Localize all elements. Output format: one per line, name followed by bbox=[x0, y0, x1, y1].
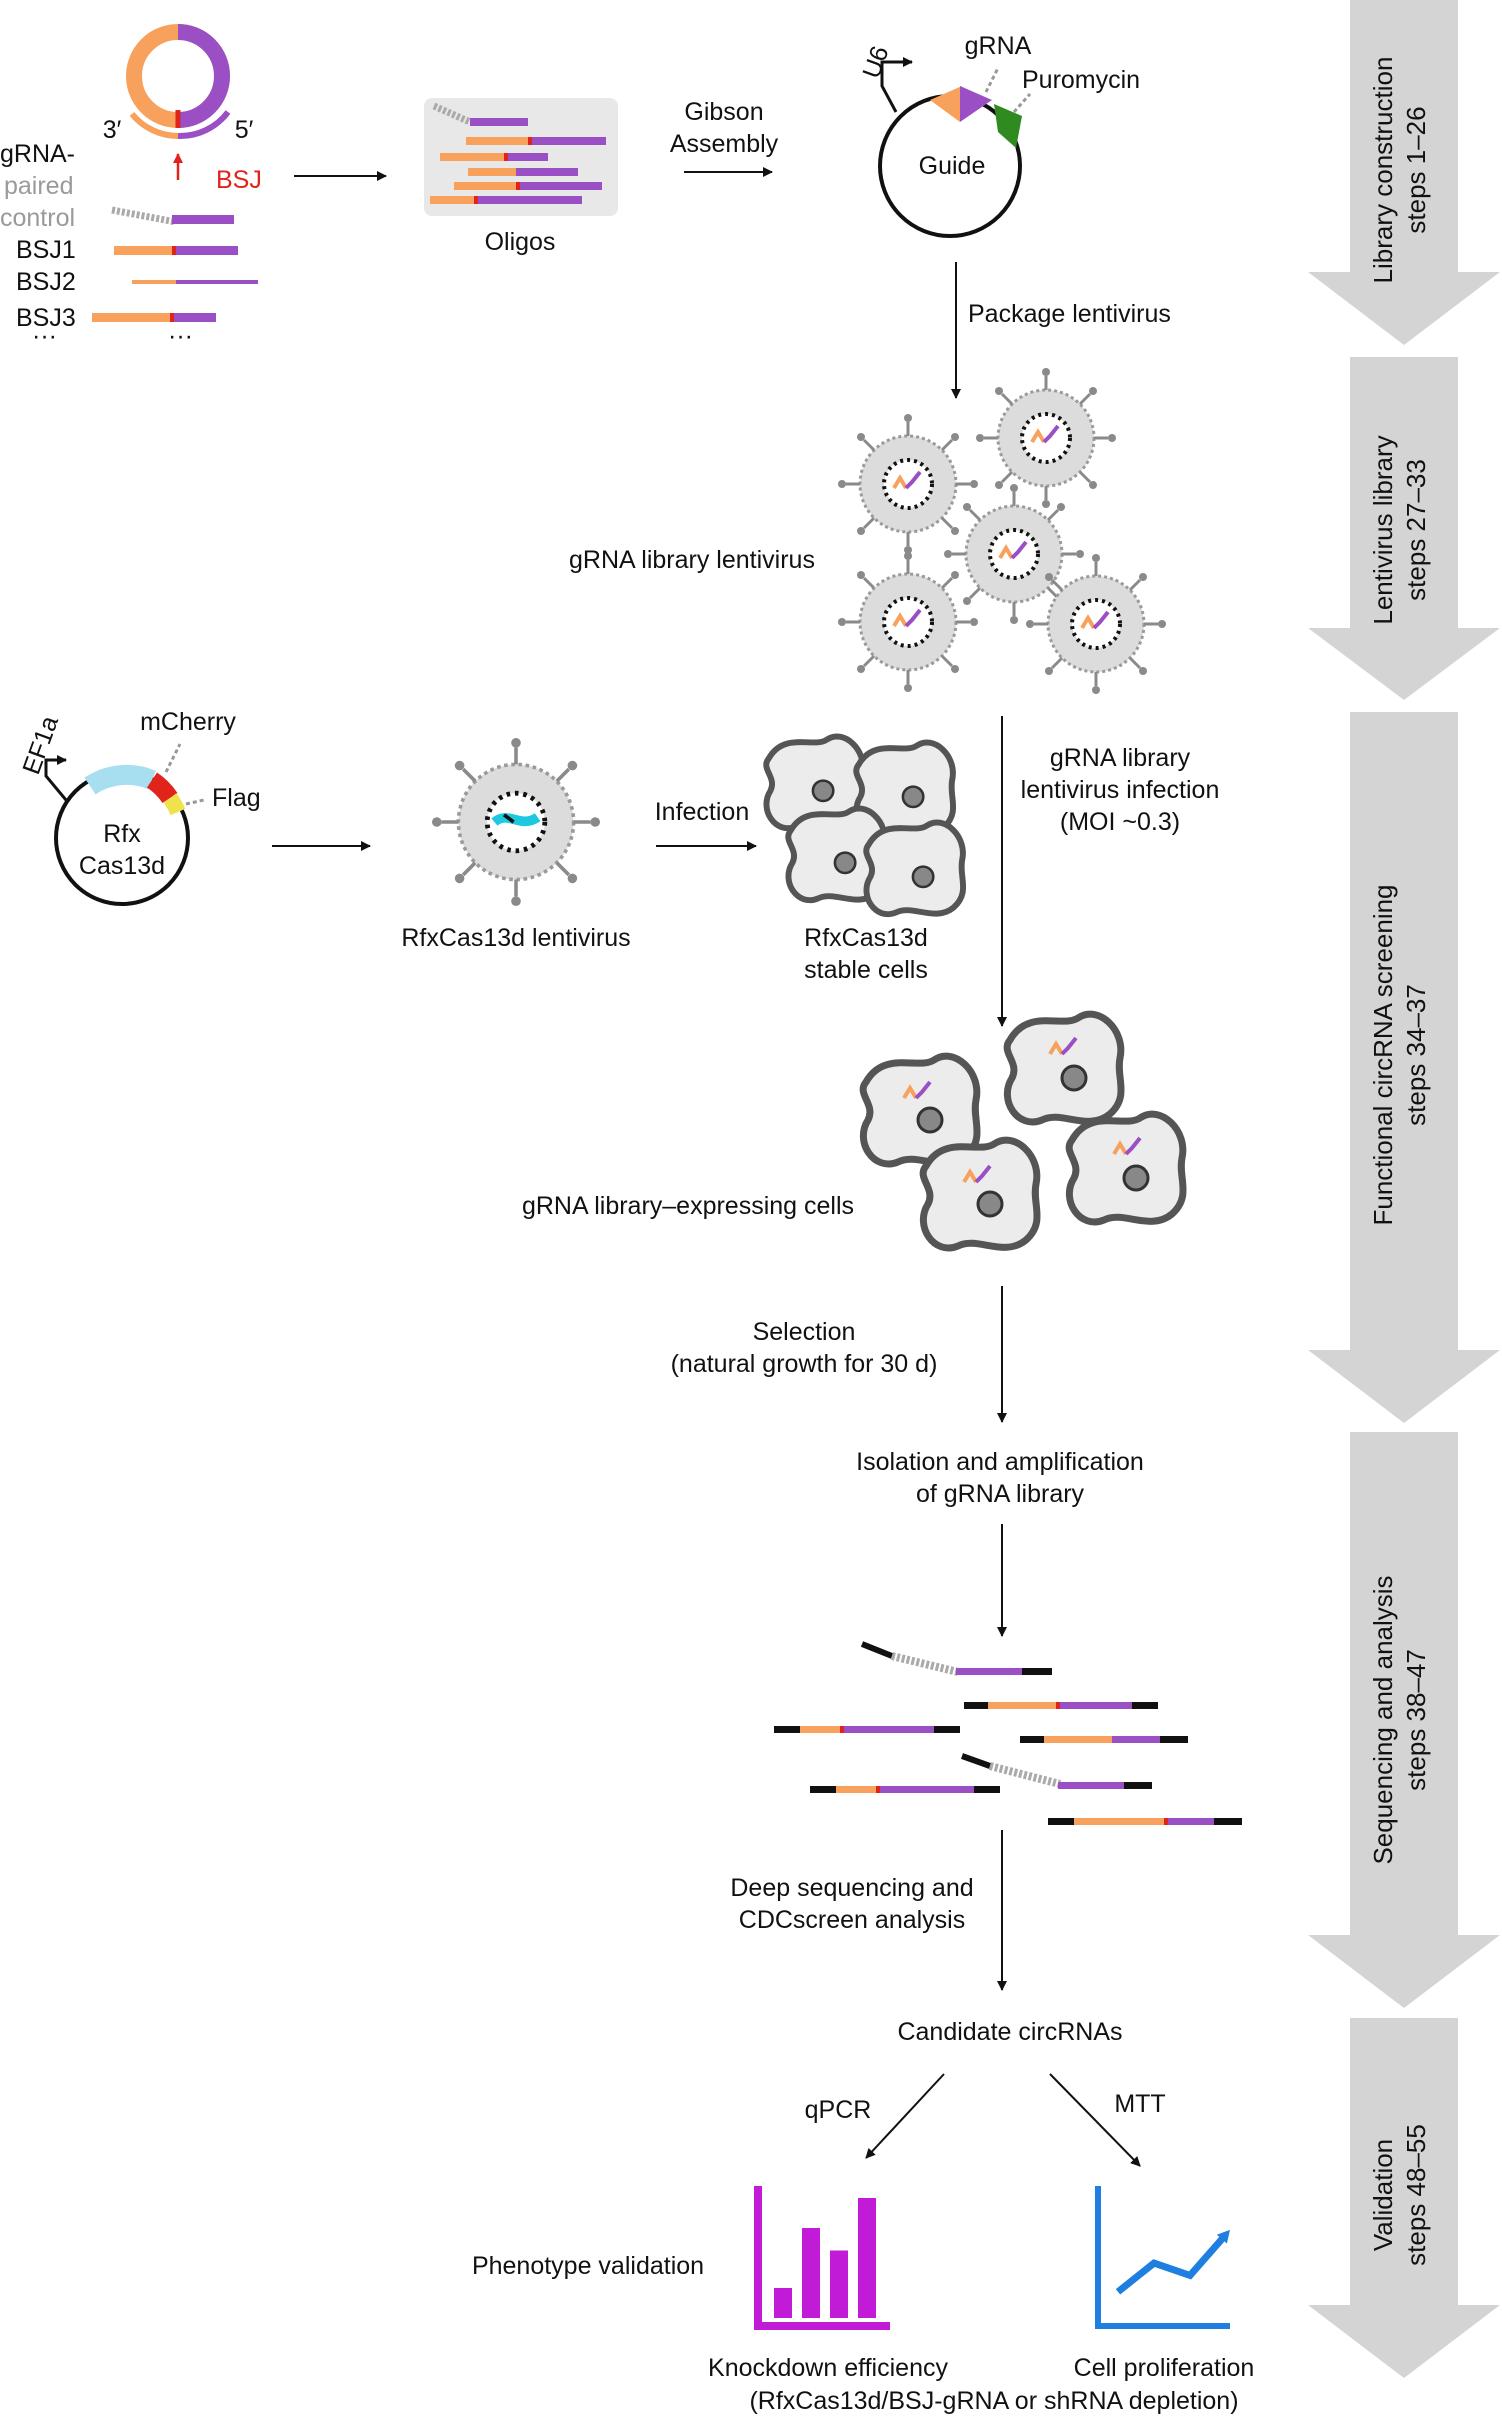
label-puromycin: Puromycin bbox=[1022, 66, 1140, 94]
label-bsj1: BSJ1 bbox=[16, 236, 76, 264]
amplified-reads bbox=[774, 1641, 1242, 1825]
knockdown-bar bbox=[858, 2198, 876, 2318]
arrow-mtt bbox=[1049, 2073, 1141, 2167]
label-gibson-1: Gibson bbox=[684, 98, 763, 126]
label-guide: Guide bbox=[919, 152, 986, 180]
label-deep-2: CDCscreen analysis bbox=[739, 1906, 965, 1934]
lentivirus-cluster bbox=[836, 366, 1168, 696]
label-bsj2: BSJ2 bbox=[16, 268, 76, 296]
grna-construct-list bbox=[92, 206, 258, 322]
label-isolation-1: Isolation and amplification bbox=[856, 1448, 1144, 1476]
label-flag: Flag bbox=[212, 784, 261, 812]
label-gibson-2: Assembly bbox=[670, 130, 779, 158]
stage-arrow-validation bbox=[1308, 2018, 1500, 2378]
stage-title-library: Library construction bbox=[1368, 57, 1398, 284]
label-bsj3: BSJ3 bbox=[16, 304, 76, 332]
label-infection: Infection bbox=[655, 798, 750, 826]
knockdown-bar bbox=[830, 2250, 848, 2318]
label-infect-3: (MOI ~0.3) bbox=[1060, 808, 1180, 836]
label-mcherry: mCherry bbox=[140, 708, 236, 736]
stage-steps-sequencing: steps 38–47 bbox=[1401, 1649, 1431, 1791]
proliferation-line bbox=[1115, 2232, 1229, 2295]
label-depletion: (RfxCas13d/BSJ-gRNA or shRNA depletion) bbox=[749, 2387, 1238, 2415]
label-isolation-2: of gRNA library bbox=[916, 1480, 1085, 1508]
label-5-prime: 5′ bbox=[235, 116, 254, 144]
stage-title-sequencing: Sequencing and analysis bbox=[1368, 1575, 1398, 1864]
label-package: Package lentivirus bbox=[968, 300, 1171, 328]
label-rfx: Rfx bbox=[103, 820, 141, 848]
label-cas13d: Cas13d bbox=[79, 852, 165, 880]
stage-arrow-functional-screening bbox=[1308, 712, 1500, 1423]
guide-plasmid bbox=[878, 57, 1032, 238]
label-grna: gRNA bbox=[965, 32, 1032, 60]
label-oligos: Oligos bbox=[485, 228, 556, 256]
label-phenotype: Phenotype validation bbox=[472, 2252, 704, 2280]
label-expressing-cells: gRNA library–expressing cells bbox=[522, 1192, 854, 1220]
label-3-prime: 3′ bbox=[103, 116, 122, 144]
circrna-ring bbox=[126, 24, 231, 140]
stage-steps-lentivirus: steps 27–33 bbox=[1401, 459, 1431, 601]
proliferation-arrowhead bbox=[1216, 2229, 1230, 2244]
label-stable-1: RfxCas13d bbox=[804, 924, 928, 952]
proliferation-line-icon bbox=[1095, 2186, 1230, 2329]
label-rfx-lentivirus: RfxCas13d lentivirus bbox=[401, 924, 630, 952]
rfxcas13d-plasmid bbox=[44, 743, 205, 906]
label-stable-2: stable cells bbox=[804, 956, 928, 984]
label-infect-1: gRNA library bbox=[1050, 744, 1191, 772]
label-candidates: Candidate circRNAs bbox=[897, 2018, 1122, 2046]
label-deep-1: Deep sequencing and bbox=[730, 1874, 973, 1902]
label-proliferation: Cell proliferation bbox=[1074, 2354, 1255, 2382]
rfxcas13d-stable-cells bbox=[766, 736, 963, 914]
stage-arrow-lentivirus-library bbox=[1308, 357, 1500, 700]
stage-steps-screening: steps 34–37 bbox=[1401, 984, 1431, 1126]
label-ellipsis-left: ··· bbox=[32, 322, 57, 350]
label-selection-2: (natural growth for 30 d) bbox=[671, 1350, 938, 1378]
stage-title-lentivirus: Lentivirus library bbox=[1368, 435, 1398, 624]
knockdown-bar bbox=[802, 2228, 820, 2318]
label-selection-1: Selection bbox=[753, 1318, 856, 1346]
rfxcas13d-lentivirus bbox=[432, 738, 600, 906]
label-grna-paired: gRNA- bbox=[0, 140, 75, 168]
label-u6: U6 bbox=[857, 42, 894, 82]
label-control: control bbox=[0, 204, 75, 232]
stage-steps-library: steps 1–26 bbox=[1401, 106, 1431, 233]
stage-arrow-sequencing bbox=[1308, 1432, 1500, 2008]
knockdown-bar-icon bbox=[754, 2186, 890, 2330]
knockdown-bar bbox=[774, 2288, 792, 2318]
label-knockdown: Knockdown efficiency bbox=[708, 2354, 948, 2382]
label-ellipsis-right: ··· bbox=[168, 322, 193, 350]
label-qpcr: qPCR bbox=[805, 2096, 872, 2124]
label-ef1a: EF1a bbox=[17, 712, 64, 778]
oligo-pool bbox=[424, 98, 618, 216]
label-grna-library-lentivirus: gRNA library lentivirus bbox=[569, 546, 815, 574]
stage-arrow-library-construction bbox=[1308, 0, 1500, 345]
stage-title-screening: Functional circRNA screening bbox=[1368, 884, 1398, 1225]
label-infect-2: lentivirus infection bbox=[1021, 776, 1220, 804]
stage-title-validation: Validation bbox=[1368, 2139, 1398, 2251]
grna-expressing-cells bbox=[863, 1014, 1183, 1248]
arrow-qpcr bbox=[865, 2073, 945, 2159]
label-bsj: BSJ bbox=[216, 166, 262, 194]
stage-steps-validation: steps 48–55 bbox=[1401, 2124, 1431, 2266]
label-mtt: MTT bbox=[1114, 2090, 1165, 2118]
label-paired: paired bbox=[4, 172, 74, 200]
